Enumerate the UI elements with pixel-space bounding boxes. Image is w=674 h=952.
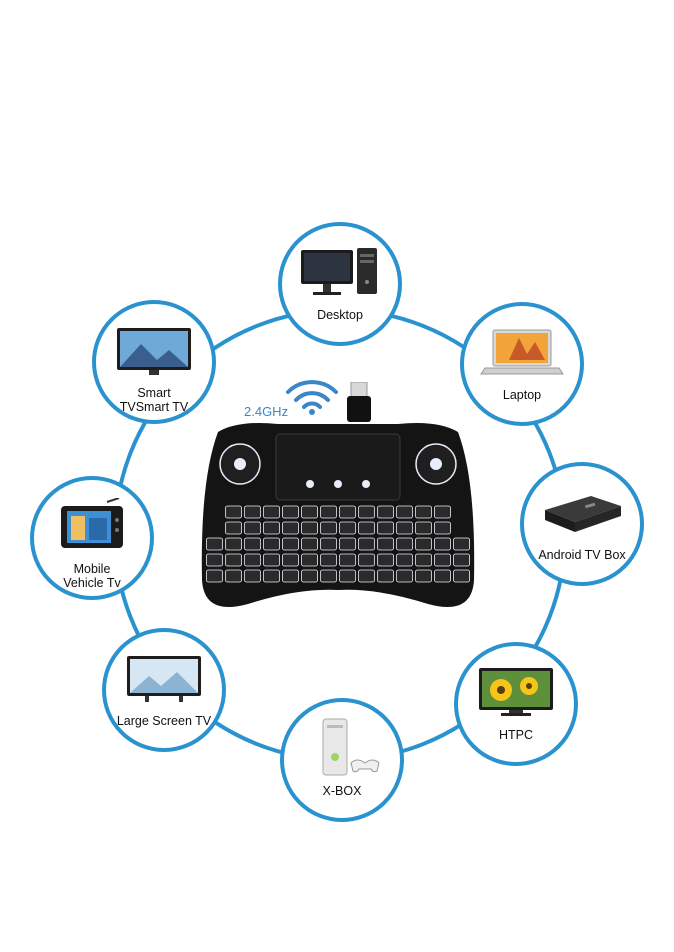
keyboard-key [396,505,413,519]
keyboard-key [358,521,375,535]
keyboard-key [434,569,451,583]
keyboard-key [244,553,261,567]
keyboard-key [225,553,242,567]
keyboard-key [263,569,280,583]
laptop-node: Laptop [460,302,584,426]
keyboard-key [263,537,280,551]
keyboard-key [225,521,242,535]
keyboard-key [396,569,413,583]
keyboard-key [282,537,299,551]
htpc-node: HTPC [454,642,578,766]
desktop-node: Desktop [278,222,402,346]
keyboard-key [434,505,451,519]
keyboard-key [339,521,356,535]
keyboard-key [377,569,394,583]
keyboard-key [415,521,432,535]
keyboard-key [320,569,337,583]
keyboard-key [225,505,242,519]
keyboard-key [339,569,356,583]
xbox-node: X-BOX [280,698,404,822]
tv-box-icon [537,480,627,544]
keyboard-key [263,553,280,567]
keyboard-key [415,553,432,567]
keyboard-key [377,553,394,567]
keyboard-key [396,521,413,535]
keyboard-key [244,521,261,535]
keyboard-key [206,553,223,567]
keyboard-key [434,537,451,551]
keyboard-key [358,569,375,583]
htpc-label: HTPC [498,728,534,742]
usb-dongle-icon [347,382,371,422]
keyboard-key [320,537,337,551]
keyboard-key [377,521,394,535]
keyboard-key [339,505,356,519]
keyboard-key [263,505,280,519]
large-tv-label: Large Screen TV [116,714,212,728]
wifi-icon [286,380,338,415]
desktop-icon [295,240,385,304]
keyboard-key [206,569,223,583]
keyboard-key [358,553,375,567]
keyboard-key [282,569,299,583]
keyboard-key [453,537,470,551]
keyboard-key [453,569,470,583]
keyboard-key [282,521,299,535]
keyboard-key [225,537,242,551]
large-tv-node: Large Screen TV [102,628,226,752]
keyboard-key [301,521,318,535]
large-tv-icon [119,646,209,710]
htpc-icon [471,660,561,724]
keyboard-key [415,537,432,551]
xbox-label: X-BOX [322,784,362,798]
keyboard-key [396,553,413,567]
keyboard-key [320,521,337,535]
keyboard-key [301,569,318,583]
keyboard-key [244,569,261,583]
xbox-icon [297,716,387,780]
frequency-label: 2.4GHz [244,404,289,419]
keyboard-key [301,553,318,567]
android-box-node: Android TV Box [520,462,644,586]
desktop-label: Desktop [317,308,363,322]
keyboard-key [301,537,318,551]
keyboard-key [339,553,356,567]
keyboard-key [358,537,375,551]
key-grid [206,505,470,583]
keyboard-key [453,553,470,567]
keyboard-key [396,537,413,551]
laptop-label: Laptop [502,388,542,402]
keyboard-key [263,521,280,535]
keyboard-key [415,505,432,519]
keyboard-key [358,505,375,519]
keyboard-key [225,569,242,583]
keyboard-key [377,537,394,551]
keyboard-key [320,505,337,519]
keyboard-key [320,553,337,567]
mini-keyboard-icon [201,423,475,607]
keyboard-key [282,505,299,519]
smart-tv-icon [109,318,199,382]
android-box-label: Android TV Box [538,548,626,562]
keyboard-key [434,553,451,567]
keyboard-key [282,553,299,567]
keyboard-key [206,537,223,551]
keyboard-key [339,537,356,551]
keyboard-key [434,521,451,535]
keyboard-key [244,537,261,551]
keyboard-key [415,569,432,583]
keyboard-key [377,505,394,519]
keyboard-key [244,505,261,519]
laptop-icon [477,320,567,384]
keyboard-key [301,505,318,519]
mobile-tv-icon [47,494,137,558]
